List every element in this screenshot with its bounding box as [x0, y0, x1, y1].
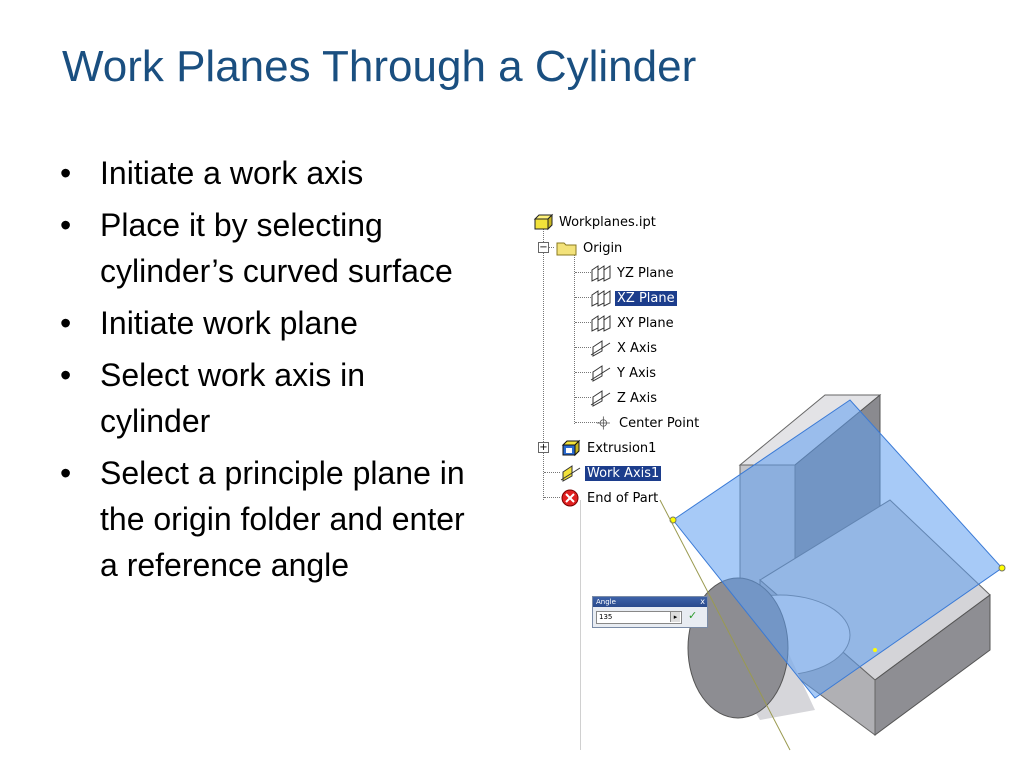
tree-connector: [544, 472, 560, 473]
work-axis-icon: [560, 465, 581, 482]
close-icon[interactable]: x: [700, 597, 705, 606]
tree-node-label: X Axis: [617, 340, 658, 356]
3d-model-viewport[interactable]: [640, 380, 1024, 768]
tree-connector: [575, 347, 591, 348]
tree-node-label: Z Axis: [617, 390, 658, 406]
tree-node-z-axis[interactable]: Z Axis: [590, 388, 659, 408]
bullet-dot: •: [60, 357, 72, 393]
tree-node-label: Y Axis: [617, 365, 657, 381]
collapse-origin-button[interactable]: −: [538, 242, 549, 253]
work-axis-line[interactable]: [659, 499, 791, 751]
expand-extrusion-button[interactable]: +: [538, 442, 549, 453]
tree-node-label: XY Plane: [617, 315, 674, 331]
angle-dialog-title: Angle: [596, 598, 616, 606]
bullet-item: • Place it by selecting cylinder’s curved…: [60, 202, 480, 294]
work-axis-icon: [590, 365, 611, 382]
tree-node-label: End of Part: [587, 490, 659, 506]
tree-node-label: YZ Plane: [617, 265, 674, 281]
bullet-dot: •: [60, 455, 72, 491]
tree-node-label-selected: XZ Plane: [615, 290, 677, 306]
bullet-item: • Select a principle plane in the origin …: [60, 450, 480, 588]
angle-dialog-header: Angle x: [593, 597, 707, 607]
work-axis-icon: [590, 340, 611, 357]
angle-input[interactable]: 135: [596, 611, 682, 624]
tree-node-y-axis[interactable]: Y Axis: [590, 363, 658, 383]
bullet-list: • Initiate a work axis • Place it by selec…: [60, 150, 480, 594]
tree-connector: [574, 254, 575, 424]
bullet-dot: •: [60, 155, 72, 191]
tree-connector: [543, 228, 544, 500]
part-icon: [533, 213, 554, 231]
work-plane-icon: [591, 290, 611, 307]
tree-node-center-point[interactable]: Center Point: [596, 413, 701, 433]
tree-node-label-selected: Work Axis1: [585, 465, 662, 481]
tree-node-origin[interactable]: Origin: [556, 238, 624, 258]
tree-connector: [544, 247, 554, 248]
bullet-dot: •: [60, 207, 72, 243]
bullet-item: • Initiate a work axis: [60, 150, 480, 196]
folder-icon: [556, 242, 577, 256]
tree-node-xy-plane[interactable]: XY Plane: [590, 313, 676, 333]
tree-node-end-of-part[interactable]: End of Part: [560, 488, 660, 508]
bullet-item: • Select work axis in cylinder: [60, 352, 480, 444]
bullet-text: Select work axis in cylinder: [100, 357, 365, 439]
slide-title: Work Planes Through a Cylinder: [62, 42, 697, 91]
extrusion-icon: [561, 439, 581, 457]
tree-node-work-axis[interactable]: Work Axis1: [560, 463, 662, 483]
tree-node-yz-plane[interactable]: YZ Plane: [590, 263, 676, 283]
bullet-dot: •: [60, 305, 72, 341]
end-of-part-icon: [561, 489, 579, 507]
bullet-item: • Initiate work plane: [60, 300, 480, 346]
tree-connector: [575, 322, 591, 323]
tree-node-x-axis[interactable]: X Axis: [590, 338, 659, 358]
work-plane-icon: [591, 315, 611, 332]
tree-node-label: Origin: [583, 240, 623, 256]
tree-node-xz-plane[interactable]: XZ Plane: [590, 288, 677, 308]
work-plane-icon: [591, 265, 611, 282]
tree-connector: [575, 372, 591, 373]
tree-connector: [575, 297, 591, 298]
tree-connector: [575, 272, 591, 273]
plane-handle[interactable]: [873, 648, 877, 652]
plane-handle[interactable]: [998, 564, 1006, 572]
tree-node-label: Workplanes.ipt: [559, 214, 656, 230]
viewport-divider: [580, 500, 581, 750]
tree-node-label: Center Point: [619, 415, 700, 431]
angle-dropdown-arrow-icon[interactable]: ▸: [670, 612, 680, 622]
bullet-text: Initiate a work axis: [100, 155, 364, 191]
angle-dialog: Angle x 135 ▸ ✓: [592, 596, 708, 628]
tree-node-label: Extrusion1: [587, 440, 657, 456]
work-point-icon: [596, 416, 610, 430]
bullet-text: Place it by selecting cylinder’s curved …: [100, 207, 453, 289]
bullet-text: Initiate work plane: [100, 305, 358, 341]
model-browser-tree: − + Workplanes.ipt Origin YZ Plane XZ Pl…: [530, 210, 700, 510]
tree-node-root[interactable]: Workplanes.ipt: [532, 212, 658, 232]
tree-connector: [575, 422, 605, 423]
bullet-text: Select a principle plane in the origin f…: [100, 455, 465, 583]
checkmark-icon[interactable]: ✓: [688, 609, 698, 622]
tree-connector: [544, 497, 560, 498]
tree-node-extrusion[interactable]: Extrusion1: [560, 438, 658, 458]
work-axis-icon: [590, 390, 611, 407]
tree-connector: [575, 397, 591, 398]
